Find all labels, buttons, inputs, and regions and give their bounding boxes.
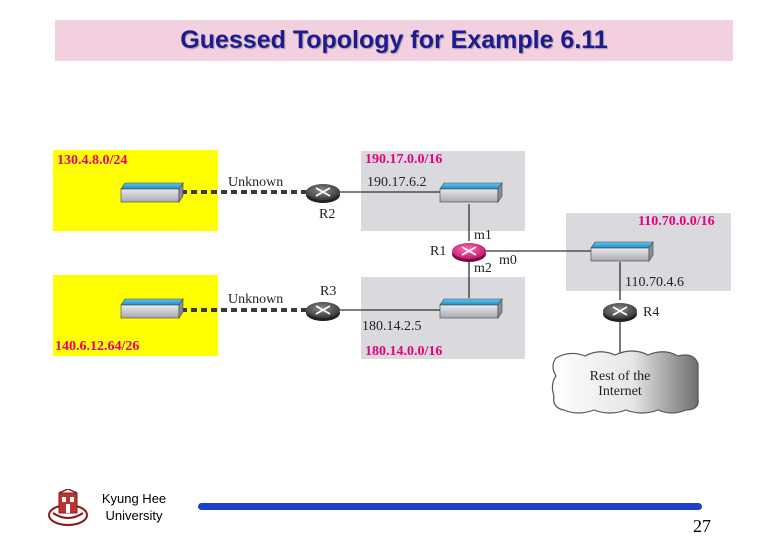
- router-icon: [306, 184, 340, 203]
- network-label-net5: 110.70.0.0/16: [638, 214, 715, 229]
- cloud-label-line2: Internet: [598, 384, 642, 399]
- router-label-r3: R3: [320, 284, 336, 299]
- address-label-a3: 110.70.4.6: [625, 275, 684, 290]
- university-name-line1: Kyung Hee: [101, 491, 167, 506]
- address-label-a2: 180.14.2.5: [362, 319, 422, 334]
- cloud-label-line1: Rest of the: [590, 369, 651, 384]
- switch-icon: [120, 298, 184, 319]
- interface-label-m0: m0: [499, 253, 517, 268]
- switch-icon: [439, 298, 503, 319]
- network-label-net2: 140.6.12.64/26: [55, 339, 139, 354]
- switch-icon: [120, 182, 184, 203]
- cloud-icon: [551, 350, 699, 414]
- university-seal-icon: [48, 489, 88, 526]
- network-label-net3: 190.17.0.0/16: [365, 152, 442, 167]
- router-icon: [603, 303, 637, 322]
- network-label-net1: 130.4.8.0/24: [57, 153, 127, 168]
- router-label-r1: R1: [430, 244, 446, 259]
- footer-divider: [198, 503, 702, 510]
- page-number: 27: [693, 516, 711, 536]
- router-icon: [452, 243, 486, 262]
- link-label-unknown-bottom: Unknown: [228, 292, 283, 307]
- address-label-a1: 190.17.6.2: [367, 175, 427, 190]
- university-name-line2: University: [105, 508, 163, 523]
- router-icon: [306, 302, 340, 321]
- switch-icon: [439, 182, 503, 203]
- solid-links: [339, 191, 621, 358]
- router-label-r2: R2: [319, 207, 335, 222]
- interface-label-m1: m1: [474, 228, 492, 243]
- title-bar: Guessed Topology for Example 6.11: [55, 20, 733, 61]
- link-label-unknown-top: Unknown: [228, 175, 283, 190]
- university-name: Kyung Hee University: [93, 490, 175, 524]
- network-label-net4: 180.14.0.0/16: [365, 344, 442, 359]
- page-title: Guessed Topology for Example 6.11: [180, 26, 608, 54]
- interface-label-m2: m2: [474, 261, 492, 276]
- router-label-r4: R4: [643, 305, 659, 320]
- switch-icon: [590, 241, 654, 262]
